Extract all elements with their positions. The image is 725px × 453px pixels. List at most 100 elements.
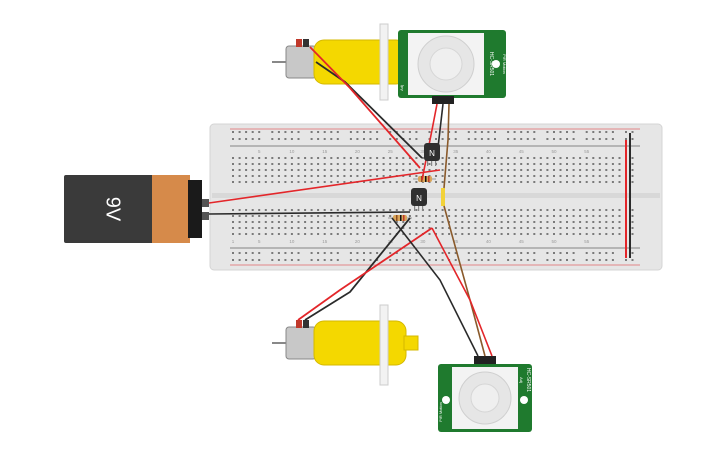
rail-hole (441, 259, 444, 261)
rail-hole (454, 252, 457, 254)
breadboard-hole (271, 209, 274, 211)
rail-hole (513, 138, 516, 140)
breadboard-hole (487, 163, 490, 165)
breadboard-hole (323, 175, 326, 177)
rail-hole (598, 252, 601, 254)
breadboard-hole (330, 209, 333, 211)
rail-hole (494, 138, 496, 140)
breadboard-hole (376, 169, 379, 171)
breadboard-hole (533, 221, 536, 223)
rail-hole (323, 259, 326, 261)
breadboard-hole (310, 209, 313, 211)
rail-hole (467, 131, 470, 133)
breadboard-hole (631, 163, 634, 165)
breadboard-hole (513, 181, 516, 183)
rail-hole (513, 252, 516, 254)
rail-hole (454, 131, 457, 133)
breadboard-hole (258, 181, 261, 183)
breadboard-hole (598, 209, 601, 211)
pir-bottom-hole-2 (520, 396, 528, 404)
column-number: 10 (289, 239, 295, 244)
breadboard-hole (310, 157, 313, 159)
rail-hole (271, 131, 274, 133)
breadboard-hole (611, 227, 614, 229)
motor-top-terminal (296, 39, 302, 47)
breadboard-hole (553, 209, 555, 211)
breadboard-hole (376, 175, 379, 177)
breadboard-hole (271, 221, 274, 223)
breadboard-hole (415, 233, 418, 235)
rail-hole (245, 259, 248, 261)
breadboard-hole (513, 169, 516, 171)
breadboard-hole (421, 221, 424, 223)
pir-sensor-top: HC-SR501 PIR Motion Adj (398, 30, 507, 104)
breadboard-hole (454, 227, 457, 229)
breadboard-hole (611, 163, 614, 165)
rail-hole (251, 259, 254, 261)
breadboard-hole (251, 175, 254, 177)
breadboard-hole (539, 233, 542, 235)
breadboard-hole (290, 221, 293, 223)
breadboard-hole (330, 181, 333, 183)
breadboard-hole (448, 169, 451, 171)
rail-hole (245, 252, 248, 254)
breadboard-hole (343, 181, 346, 183)
rail-hole (363, 138, 365, 140)
breadboard-hole (539, 209, 542, 211)
rail-hole (428, 259, 431, 261)
wire-black-motor-bottom (304, 217, 411, 321)
breadboard-hole (369, 157, 372, 159)
rail-hole (448, 252, 451, 254)
breadboard-hole (369, 209, 372, 211)
breadboard-hole (408, 227, 411, 229)
breadboard-hole (461, 221, 464, 223)
breadboard-hole (500, 227, 503, 229)
breadboard-hole (317, 209, 320, 211)
breadboard-hole (598, 163, 601, 165)
breadboard-hole (382, 163, 385, 165)
breadboard-hole (317, 233, 320, 235)
rail-hole (297, 131, 300, 133)
breadboard-hole (402, 181, 405, 183)
rail-hole (408, 131, 411, 133)
breadboard-hole (513, 157, 516, 159)
breadboard-hole (284, 221, 287, 223)
breadboard-hole (546, 227, 549, 229)
breadboard-hole (290, 227, 293, 229)
column-number: 5 (258, 149, 261, 154)
rail-hole (356, 252, 359, 254)
rail-hole (415, 138, 418, 140)
rail-hole (232, 252, 234, 254)
breadboard-hole (572, 209, 575, 211)
breadboard-hole (238, 233, 241, 235)
breadboard-hole (461, 163, 464, 165)
rail-hole (271, 138, 274, 140)
motor-bottom-can (285, 326, 317, 360)
breadboard-hole (448, 209, 451, 211)
breadboard-hole (415, 169, 418, 171)
breadboard-hole (605, 221, 608, 223)
rail-hole (402, 131, 405, 133)
breadboard-hole (428, 215, 431, 217)
rail-hole (526, 138, 529, 140)
breadboard-hole (611, 233, 614, 235)
motor-bottom-terminal-2 (303, 320, 309, 328)
breadboard-hole (363, 209, 365, 211)
breadboard-hole (297, 215, 300, 217)
breadboard-hole (461, 169, 464, 171)
breadboard-hole (363, 157, 365, 159)
breadboard-hole (408, 209, 411, 211)
breadboard-hole (238, 175, 241, 177)
breadboard-hole (323, 163, 326, 165)
breadboard-hole (435, 209, 437, 211)
breadboard-hole (389, 221, 392, 223)
breadboard-hole (598, 233, 601, 235)
breadboard-hole (395, 209, 398, 211)
rail-hole (336, 138, 339, 140)
breadboard-hole (232, 157, 234, 159)
breadboard-hole (572, 221, 575, 223)
breadboard-hole (382, 221, 385, 223)
column-number: 55 (584, 239, 590, 244)
breadboard-hole (435, 215, 437, 217)
rail-hole (389, 138, 392, 140)
